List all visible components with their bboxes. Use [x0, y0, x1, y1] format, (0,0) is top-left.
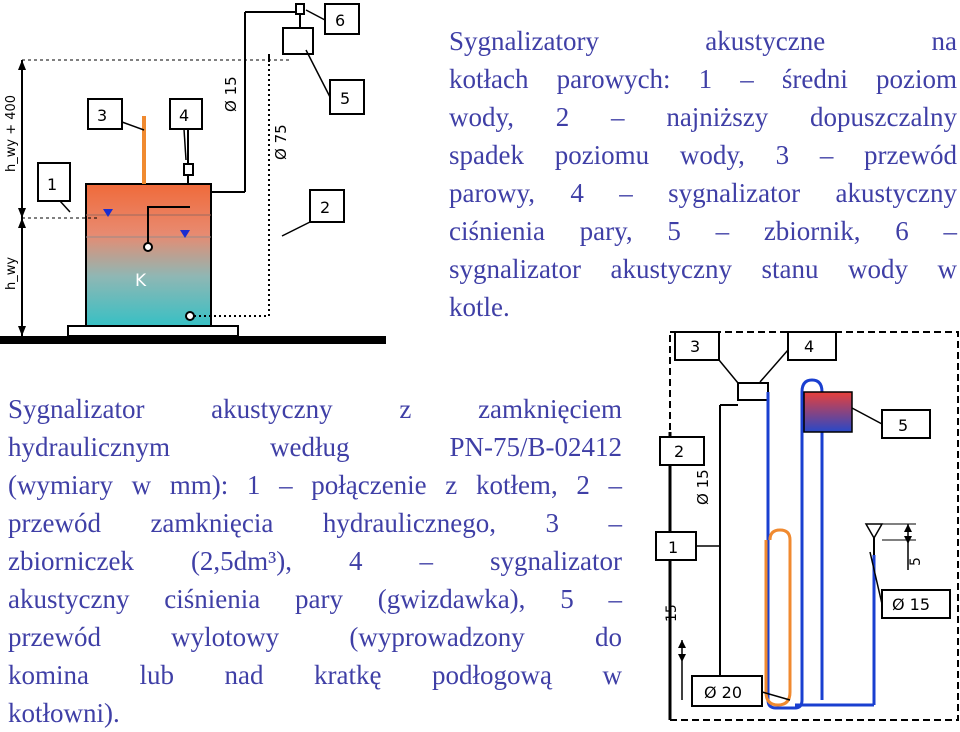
arrow-up [18, 60, 26, 70]
small-tank [737, 382, 769, 401]
hydraulic-signalizer-diagram: Ø 15 5 15 1 2 3 4 [655, 331, 959, 721]
dim-hwy-plus: h_wy + 400 [4, 95, 19, 172]
bottom-caption-line: (wymiary w mm): 1 – połączenie z kotłem,… [8, 470, 622, 500]
svg-text:2: 2 [674, 442, 684, 461]
callout-5: 5 [305, 49, 365, 115]
bottom-caption-line: Sygnalizator akustyczny z zamknięciem [8, 394, 622, 424]
bottom-caption-line: hydraulicznym według PN-75/B-02412 [8, 432, 622, 462]
bottom-caption-line: zbiorniczek (2,5dm³), 4 – sygnalizator [8, 546, 622, 576]
dim-15-arrow-top [678, 640, 686, 648]
svg-text:1: 1 [47, 175, 57, 194]
dim-5: 5 [908, 557, 924, 566]
signalizer-6 [295, 3, 305, 15]
boiler-label: K [135, 271, 147, 291]
top-caption: Sygnalizatory akustyczne na kotłach paro… [449, 22, 957, 326]
label-d20: Ø 20 [691, 675, 791, 707]
callout-4: 4 [169, 98, 203, 161]
water-container [282, 27, 314, 55]
dim-15: 15 [664, 604, 680, 622]
callout-r2: 2 [659, 436, 705, 466]
arrow-down [18, 326, 26, 336]
boiler-signalizer-diagram: K Ø 15 Ø 75 h_wy + 400 h_wy [0, 3, 386, 344]
svg-text:1: 1 [668, 538, 678, 557]
callout-r3: 3 [674, 331, 739, 384]
floor-line [0, 336, 386, 344]
svg-text:5: 5 [340, 89, 350, 108]
svg-text:3: 3 [690, 337, 700, 356]
arrow-mid-down [18, 218, 26, 228]
bottom-caption-line: przewód zamknięcia hydraulicznego, 3 – [8, 508, 622, 538]
loop-pipe [766, 378, 824, 710]
top-caption-line: kotle. [449, 292, 510, 322]
whistle [864, 523, 884, 540]
top-caption-line: sygnalizator akustyczny stanu wody w [449, 254, 957, 284]
dim-vertical-15: Ø 15 [694, 469, 712, 505]
top-caption-line: ciśnienia pary, 5 – zbiornik, 6 – [449, 216, 957, 246]
svg-text:3: 3 [97, 106, 107, 125]
bottom-caption: Sygnalizator akustyczny z zamknięciem hy… [8, 390, 622, 732]
svg-text:5: 5 [898, 416, 908, 435]
callout-r1: 1 [655, 531, 720, 561]
dim-pipe-15: Ø 15 [222, 76, 240, 112]
boiler-base [67, 325, 239, 337]
boiler-tank [85, 183, 212, 327]
arrow-mid-up [18, 208, 26, 218]
svg-text:Ø 15: Ø 15 [892, 595, 930, 614]
pipe-end-1 [143, 242, 153, 252]
callout-1: 1 [37, 162, 71, 213]
top-caption-line: Sygnalizatory akustyczne na [449, 26, 957, 56]
float-line-dotted [194, 62, 270, 317]
pipe-end-2 [185, 311, 195, 321]
outlet-tank [803, 391, 853, 433]
top-caption-line: wody, 2 – najniższy dopuszczalny [449, 102, 957, 132]
svg-text:Ø 20: Ø 20 [704, 683, 742, 702]
level-marker-2 [180, 230, 190, 238]
bottom-caption-line: akustyczny ciśnienia pary (gwizdawka), 5… [8, 584, 622, 614]
dim-15-arrow-bot [678, 654, 686, 662]
callout-r4: 4 [759, 331, 837, 383]
internal-pipe [147, 206, 190, 247]
bottom-caption-line: kotłowni). [8, 698, 120, 728]
top-caption-line: kotłach parowych: 1 – średni poziom [449, 64, 957, 94]
callout-r5: 5 [851, 407, 931, 439]
svg-text:4: 4 [179, 106, 189, 125]
top-caption-line: spadek poziomu wody, 3 – przewód [449, 140, 957, 170]
bottom-caption-line: komina lub nad kratkę podłogową w [8, 660, 622, 690]
callout-6: 6 [305, 3, 360, 35]
dim-pipe-75: Ø 75 [272, 124, 290, 160]
callout-3: 3 [87, 98, 145, 131]
bottom-caption-line: przewód wylotowy (wyprowadzony do [8, 622, 622, 652]
frame [669, 331, 959, 721]
top-caption-line: parowy, 4 – sygnalizator akustyczny [449, 178, 957, 208]
top-connection [245, 11, 301, 28]
label-d15: Ø 15 [869, 551, 951, 619]
dim-hwy: h_wy [4, 257, 19, 290]
u-pipe [764, 528, 792, 707]
svg-text:6: 6 [335, 11, 345, 30]
callout-2: 2 [281, 189, 345, 237]
svg-text:2: 2 [320, 198, 330, 217]
level-marker-1 [103, 209, 113, 217]
svg-text:4: 4 [804, 337, 814, 356]
signalizer-4 [183, 163, 194, 176]
dim-5-arrow-top [904, 524, 912, 532]
